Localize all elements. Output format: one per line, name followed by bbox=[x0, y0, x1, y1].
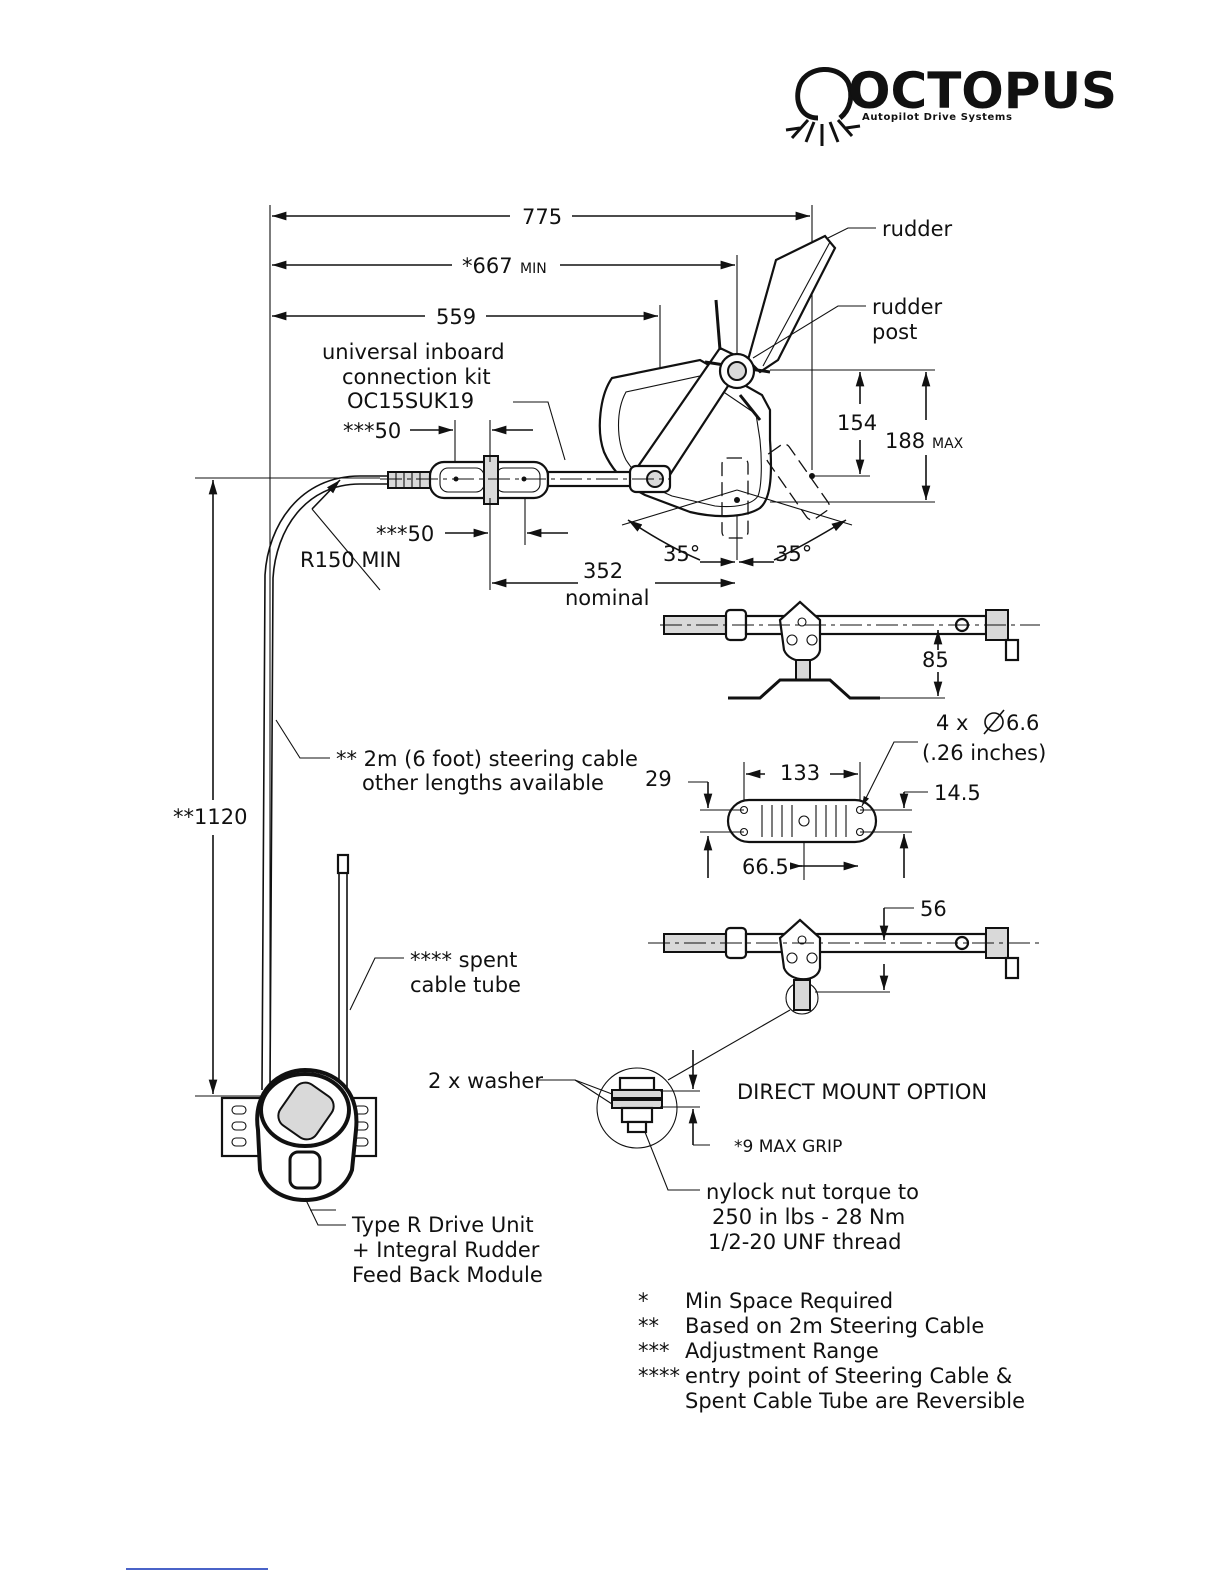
notes-legend: * Min Space Required ** Based on 2m Stee… bbox=[638, 1289, 1025, 1413]
dim-559: 559 bbox=[436, 305, 476, 329]
spent-cable-tube: **** spent cable tube bbox=[336, 853, 521, 1095]
note-text-4: entry point of Steering Cable & bbox=[685, 1364, 1012, 1388]
drive-label-line3: Feed Back Module bbox=[352, 1263, 543, 1287]
cable-callout: ** 2m (6 foot) steering cable other leng… bbox=[275, 719, 638, 795]
dim-14-5: 14.5 bbox=[934, 781, 981, 805]
dim-133: 133 bbox=[780, 761, 820, 785]
note-mark-1: * bbox=[638, 1289, 649, 1313]
angle-35-left: 35° bbox=[663, 542, 700, 566]
angle-dims: 35° 35° bbox=[621, 489, 853, 567]
octopus-logo: OCTOPUS Autopilot Drive Systems bbox=[785, 62, 1117, 146]
washer-detail: *9 MAX GRIP 2 x washer DIRECT MOUNT OPTI… bbox=[428, 1050, 987, 1254]
dim-85: 85 bbox=[922, 648, 949, 672]
dim-66-5: 66.5 bbox=[742, 855, 789, 879]
octopus-logo-icon bbox=[785, 67, 861, 146]
dim-154: 154 bbox=[837, 411, 877, 435]
connection-kit bbox=[380, 455, 672, 505]
drive-unit bbox=[220, 1067, 378, 1211]
nut-label-line1: nylock nut torque to bbox=[706, 1180, 919, 1204]
cable-label-line1: ** 2m (6 foot) steering cable bbox=[336, 747, 638, 771]
note-mark-3: *** bbox=[638, 1339, 670, 1363]
rudder-post-label-line2: post bbox=[872, 320, 917, 344]
note-text-5: Spent Cable Tube are Reversible bbox=[685, 1389, 1025, 1413]
dim-667-unit: MIN bbox=[520, 261, 547, 277]
rudder-post-key-lower bbox=[738, 394, 762, 421]
drive-callout: Type R Drive Unit + Integral Rudder Feed… bbox=[304, 1197, 543, 1287]
rudder-callouts: rudder rudder post bbox=[752, 217, 953, 359]
drive-label-line2: + Integral Rudder bbox=[352, 1238, 540, 1262]
dim-352: 352 bbox=[583, 559, 623, 583]
footer-link-underline[interactable] bbox=[126, 1568, 268, 1570]
dim-50-lower: ***50 bbox=[376, 522, 434, 546]
diameter-icon bbox=[983, 709, 1005, 735]
logo-brand: OCTOPUS bbox=[848, 62, 1117, 120]
length-1120-dim: **1120 bbox=[173, 477, 380, 1097]
note-mark-4: **** bbox=[638, 1364, 680, 1388]
cable-label-line2: other lengths available bbox=[362, 771, 604, 795]
radius-label: R150 MIN bbox=[300, 548, 401, 572]
note-text-3: Adjustment Range bbox=[685, 1339, 879, 1363]
washer-label: 2 x washer bbox=[428, 1069, 543, 1093]
base-plate: 133 29 14.5 66.5 4 x 6.6 (.26 inches) bbox=[645, 709, 1046, 880]
dim-56: 56 bbox=[920, 897, 947, 921]
ghost-arm-center bbox=[721, 457, 749, 539]
dim-352-note: nominal bbox=[565, 586, 649, 610]
hole-diameter-inches: (.26 inches) bbox=[922, 741, 1046, 765]
tiller-quadrant-inner bbox=[618, 375, 762, 508]
dim-188: 188 bbox=[885, 429, 925, 453]
dim-1120: **1120 bbox=[173, 805, 247, 829]
ghost-arm-right bbox=[766, 443, 830, 521]
rudder-post-label-line1: rudder bbox=[872, 295, 943, 319]
angle-35-right: 35° bbox=[775, 542, 812, 566]
steering-cable: R150 MIN bbox=[261, 475, 401, 1091]
kit-label-line3: OC15SUK19 bbox=[347, 389, 474, 413]
kit-callout: universal inboard connection kit OC15SUK… bbox=[322, 340, 566, 461]
rudder-assembly bbox=[598, 234, 837, 539]
note-mark-2: ** bbox=[638, 1314, 659, 1338]
rudder-label: rudder bbox=[882, 217, 953, 241]
note-text-1: Min Space Required bbox=[685, 1289, 893, 1313]
kit-label-line1: universal inboard bbox=[322, 340, 505, 364]
note-text-2: Based on 2m Steering Cable bbox=[685, 1314, 984, 1338]
spent-label-line1: **** spent bbox=[410, 948, 517, 972]
holes-count: 4 x bbox=[936, 711, 968, 735]
spent-label-line2: cable tube bbox=[410, 973, 521, 997]
kit-adjustment-dims: ***50 ***50 352 nominal bbox=[343, 419, 735, 610]
dim-775: 775 bbox=[522, 205, 562, 229]
kit-clamp-bolt bbox=[483, 455, 499, 505]
top-dimension-group: 775 *667 MIN 559 bbox=[269, 205, 813, 1095]
max-grip: *9 MAX GRIP bbox=[734, 1137, 842, 1157]
hole-diameter: 6.6 bbox=[1006, 711, 1039, 735]
rudder-offset-dims: 154 188 MAX bbox=[770, 369, 964, 503]
side-view-direct-mount: 56 bbox=[648, 897, 1040, 1081]
cable-ferrule bbox=[387, 471, 431, 489]
nut-label-line3: 1/2-20 UNF thread bbox=[708, 1230, 901, 1254]
rudder-post-center bbox=[727, 361, 747, 381]
dim-50-upper: ***50 bbox=[343, 419, 401, 443]
drive-label-line1: Type R Drive Unit bbox=[351, 1213, 534, 1237]
dim-667: *667 bbox=[462, 254, 513, 278]
kit-label-line2: connection kit bbox=[342, 365, 491, 389]
direct-mount-label: DIRECT MOUNT OPTION bbox=[737, 1080, 987, 1104]
dim-188-unit: MAX bbox=[932, 436, 964, 452]
dim-29: 29 bbox=[645, 767, 672, 791]
side-view-bracket-mount: 85 bbox=[660, 600, 1040, 700]
logo-subtitle: Autopilot Drive Systems bbox=[862, 112, 1013, 123]
rudder-post-key bbox=[714, 299, 722, 351]
nut-label-line2: 250 in lbs - 28 Nm bbox=[712, 1205, 905, 1229]
